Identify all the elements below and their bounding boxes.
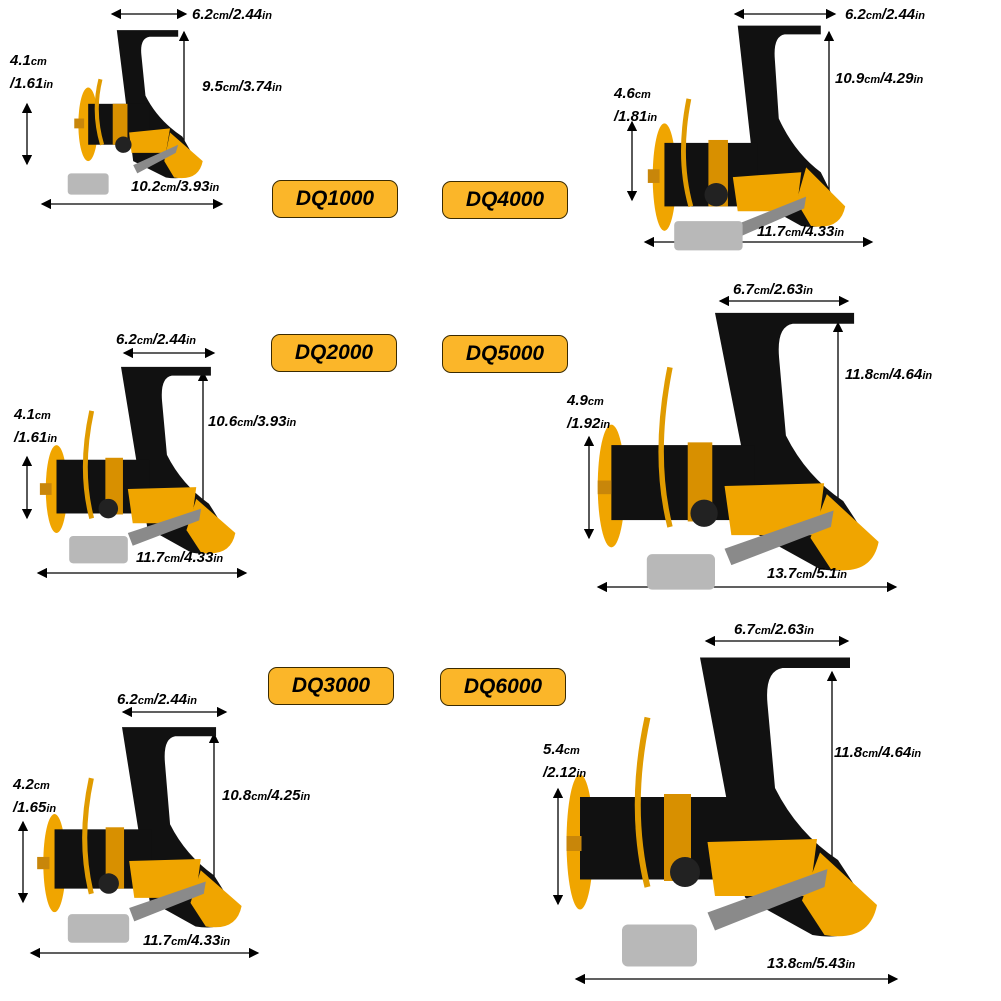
model-badge-dq6000: DQ6000: [440, 668, 566, 706]
dq6000-length-label: 13.8cm/5.43in: [767, 955, 856, 972]
dq5000-spool-diameter-label: 4.9cm/1.92in: [567, 392, 611, 432]
dq1000-length-label: 10.2cm/3.93in: [131, 178, 220, 195]
reel-image-dq6000: [566, 657, 877, 967]
reel-image-dq5000: [597, 312, 879, 590]
dq2000-spool-diameter-label: 4.1cm/1.61in: [14, 406, 58, 446]
dq1000-handle-width-label: 6.2cm/2.44in: [192, 6, 272, 23]
model-badge-dq5000: DQ5000: [442, 335, 568, 373]
reel-image-dq4000: [647, 25, 846, 251]
dq6000-handle-width-label: 6.7cm/2.63in: [734, 621, 814, 638]
model-badge-dq3000: DQ3000: [268, 667, 394, 705]
reel-image-dq3000: [37, 727, 242, 943]
dq4000-height-label: 10.9cm/4.29in: [835, 70, 924, 87]
dq4000-length-label: 11.7cm/4.33in: [757, 223, 845, 240]
dq3000-length-label: 11.7cm/4.33in: [143, 932, 231, 949]
dq4000-handle-width-label: 6.2cm/2.44in: [845, 6, 925, 23]
dq3000-height-label: 10.8cm/4.25in: [222, 787, 311, 804]
model-badge-dq2000: DQ2000: [271, 334, 397, 372]
reel-image-dq1000: [67, 30, 203, 195]
dq6000-height-label: 11.8cm/4.64in: [834, 744, 922, 761]
dq2000-handle-width-label: 6.2cm/2.44in: [116, 331, 196, 348]
dq5000-handle-width-label: 6.7cm/2.63in: [733, 281, 813, 298]
model-badge-dq1000: DQ1000: [272, 180, 398, 218]
reel-image-dq2000: [39, 366, 236, 564]
dq4000-spool-diameter-label: 4.6cm/1.81in: [614, 85, 658, 125]
dq5000-length-label: 13.7cm/5.1in: [767, 565, 847, 582]
reel-drawing: [67, 30, 203, 195]
dq1000-height-label: 9.5cm/3.74in: [202, 78, 282, 95]
dq2000-height-label: 10.6cm/3.93in: [208, 413, 297, 430]
dq5000-height-label: 11.8cm/4.64in: [845, 366, 933, 383]
model-badge-dq4000: DQ4000: [442, 181, 568, 219]
dq3000-spool-diameter-label: 4.2cm/1.65in: [13, 776, 57, 816]
dq1000-spool-diameter-label: 4.1cm/1.61in: [10, 52, 54, 92]
dq6000-spool-diameter-label: 5.4cm/2.12in: [543, 741, 587, 781]
dq2000-length-label: 11.7cm/4.33in: [136, 549, 224, 566]
dq3000-handle-width-label: 6.2cm/2.44in: [117, 691, 197, 708]
